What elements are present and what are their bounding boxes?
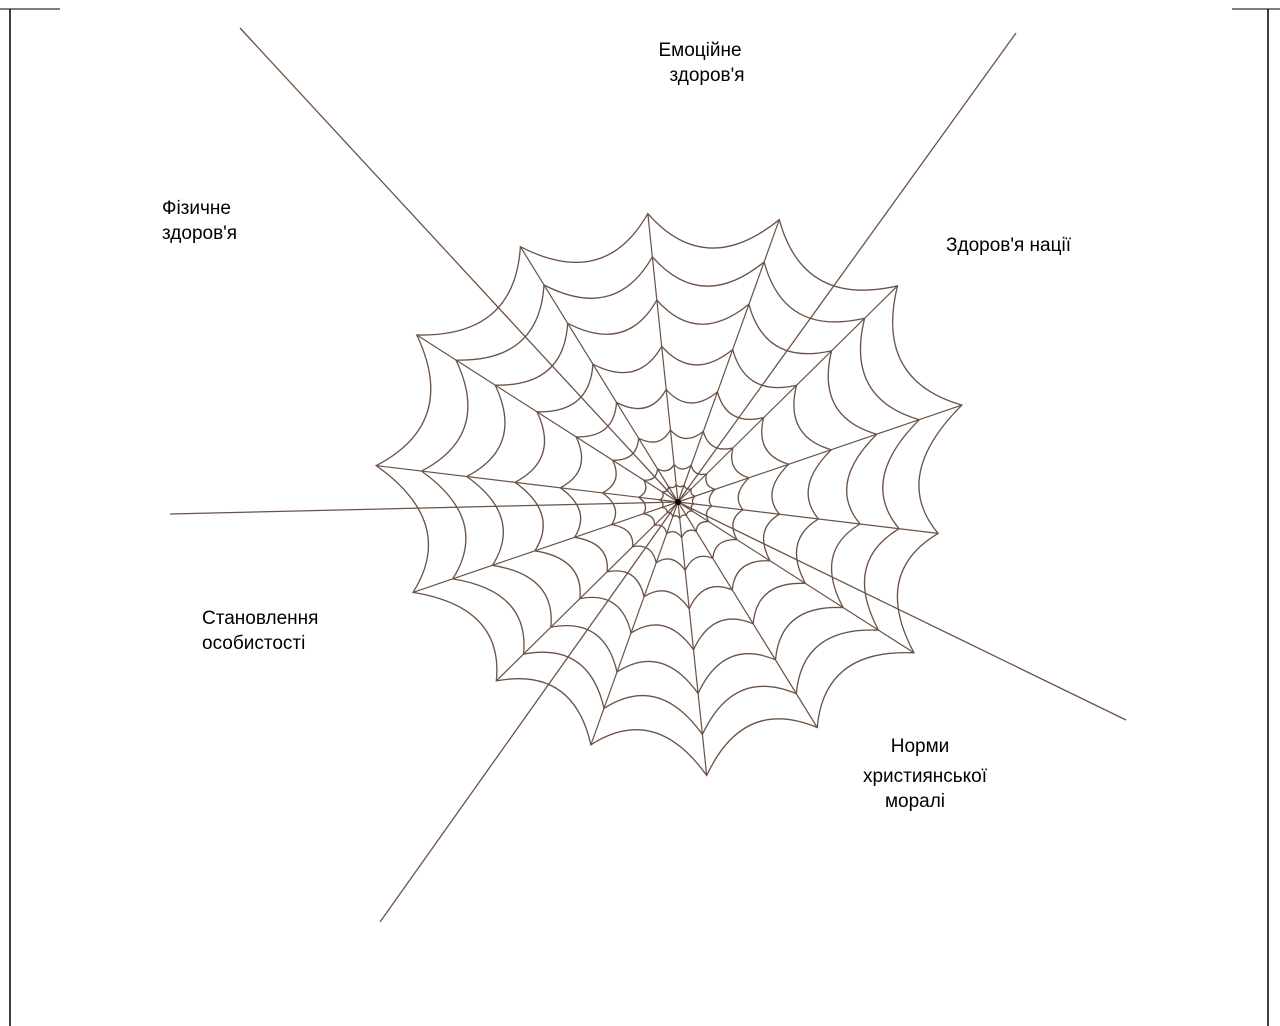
label-personality: Становлення особистості bbox=[202, 606, 318, 656]
web-ring-6 bbox=[467, 300, 877, 693]
web-ring-5 bbox=[515, 346, 831, 649]
label-nation-health: Здоров'я нації bbox=[946, 233, 1071, 258]
label-christian-line2: християнської bbox=[840, 764, 1010, 789]
label-emotional-line1: Емоційне bbox=[640, 38, 760, 63]
web-center-dot bbox=[675, 499, 681, 505]
label-personality-line1: Становлення bbox=[202, 606, 318, 631]
label-physical-health: Фізичне здоров'я bbox=[162, 196, 237, 246]
spoke-upper-left bbox=[240, 28, 678, 502]
label-christian-line1: Норми bbox=[840, 734, 1010, 759]
label-physical-line1: Фізичне bbox=[162, 196, 237, 221]
label-emotional-line2: здоров'я bbox=[640, 63, 760, 88]
label-christian-morals: Норми християнської моралі bbox=[840, 734, 1010, 814]
spoke-lower-left bbox=[380, 502, 678, 922]
label-nation-line1: Здоров'я нації bbox=[946, 233, 1071, 258]
label-physical-line2: здоров'я bbox=[162, 221, 237, 246]
label-personality-line2: особистості bbox=[202, 631, 318, 656]
spider-web bbox=[376, 214, 962, 776]
spoke-upper-right bbox=[678, 33, 1016, 502]
label-christian-line3: моралі bbox=[840, 789, 1010, 814]
label-emotional-health: Емоційне здоров'я bbox=[640, 38, 760, 88]
spoke-left bbox=[170, 502, 678, 514]
web-ring-8 bbox=[376, 214, 962, 776]
